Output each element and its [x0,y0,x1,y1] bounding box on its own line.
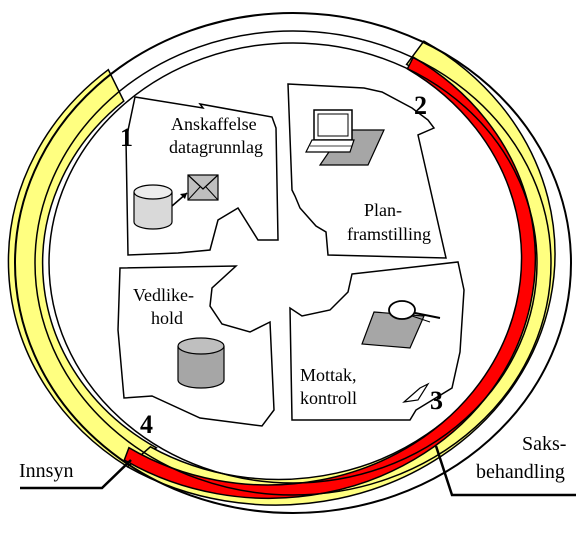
step-number-3: 3 [430,386,443,415]
step-number-2: 2 [414,91,427,120]
saksbehandling-label-line-1: Saks- [522,433,566,455]
segment-1-label-line-1: Anskaffelse [171,114,257,134]
segment-3-label-line-2: kontroll [300,388,357,408]
saksbehandling-band [123,56,537,499]
outer-ring [7,12,572,514]
segment-3-label-line-1: Mottak, [300,365,357,385]
ring-label-innsyn: Innsyn [19,459,132,490]
magnifier-icon [361,300,441,349]
segment-1-label-line-2: datagrunnlag [169,137,263,157]
segment-1: 1 Anskaffelse datagrunnlag [120,96,279,256]
segment-2-label-line-1: Plan- [364,200,402,220]
segment-2: 2 Plan- framstilling [287,83,447,259]
database-envelope-icon [133,174,219,230]
segment-2-label-line-2: framstilling [347,224,431,244]
innsyn-label: Innsyn [19,460,73,482]
step-number-1: 1 [120,123,133,152]
segment-4-label-line-1: Vedlike- [133,285,194,305]
laptop-icon [305,109,385,166]
database-icon [177,337,225,389]
segment-3: 3 Mottak, kontroll [289,261,465,421]
ring-label-saksbehandling: Saks- behandling [434,433,576,497]
segment-4-label-line-2: hold [151,308,183,328]
segment-4: 4 Vedlike- hold [117,265,275,439]
step-number-4: 4 [140,410,153,439]
saksbehandling-label-line-2: behandling [476,461,565,483]
